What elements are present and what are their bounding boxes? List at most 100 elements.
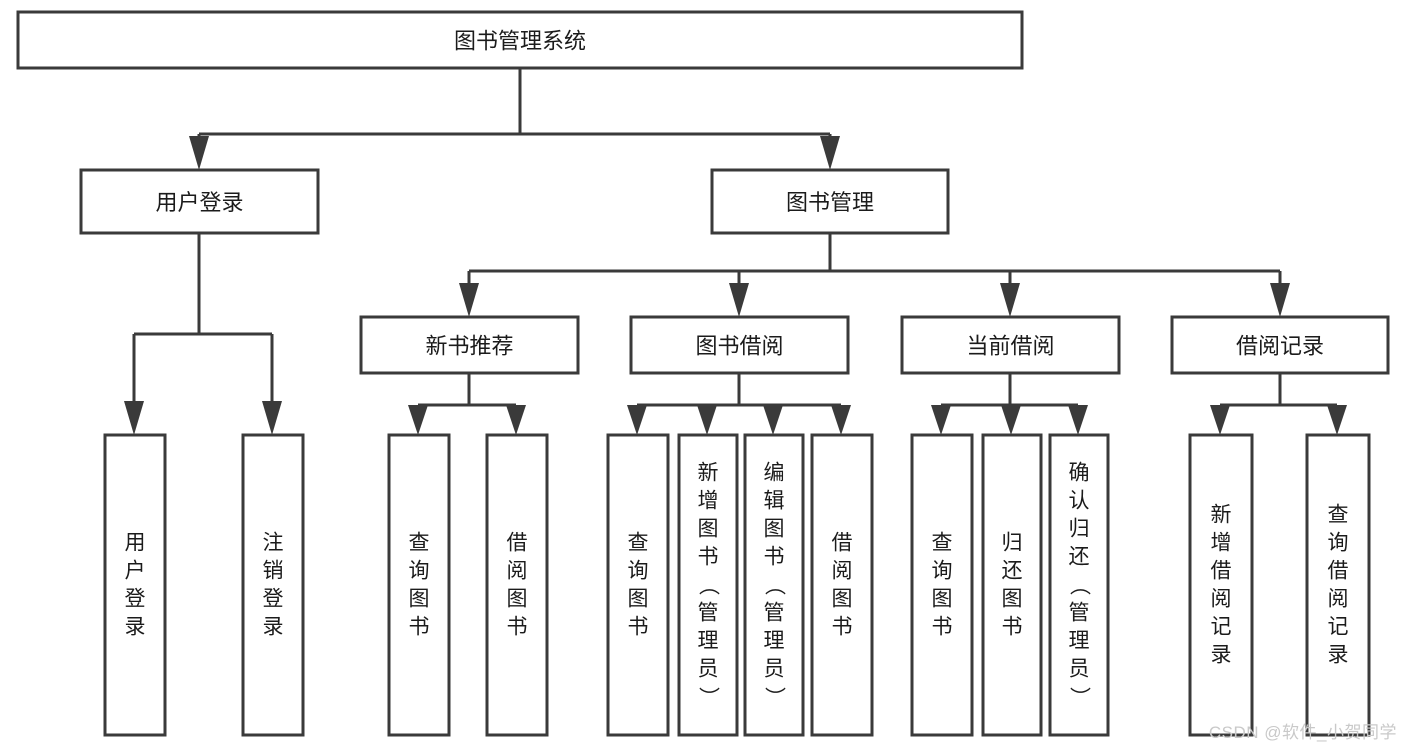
node-label-char: 记 [1328,616,1349,639]
node-label-char: 借 [507,532,528,555]
node-box[interactable] [900,315,1121,375]
node-label-char: 增 [698,490,719,513]
connector-arrowhead [189,136,209,170]
node-label-char: 录 [125,616,146,639]
node-label-char: 员 [698,658,719,681]
node-label: 当前借阅 [966,334,1054,359]
node-label-char: 记 [1211,616,1232,639]
node-label-char: 新 [1211,504,1232,527]
node-label-char: 归 [1002,532,1023,555]
node-label-char: 阅 [832,560,853,583]
node-label-char: 查 [932,532,953,555]
connector-arrowhead [820,136,840,170]
node-label-char: 书 [932,616,953,639]
node-label-char: 新 [698,462,719,485]
node-box[interactable] [1188,433,1254,737]
node-box[interactable] [359,315,580,375]
node-label-char: 书 [409,616,430,639]
node-box[interactable] [981,433,1043,737]
node-label-char: 认 [1069,490,1090,513]
node-label-char: 借 [832,532,853,555]
node-box[interactable] [16,10,1024,70]
node-label: 图书借阅 [695,334,783,359]
node-label-char: 管 [764,602,785,625]
node-label-char: 还 [1069,546,1090,569]
node-box[interactable] [1048,433,1110,737]
node-label-char: 员 [1069,658,1090,681]
node-label-char: 用 [125,532,146,555]
node-label-char: 书 [832,616,853,639]
connector-arrowhead [763,405,783,435]
node-label-char: 书 [507,616,528,639]
node-label-char: 录 [263,616,284,639]
connector-group [627,373,851,435]
node-label-char: 销 [263,560,284,583]
node-box[interactable] [241,433,305,737]
node-l-user-1[interactable]: 用户登录 [103,433,167,737]
node-label-char: 书 [628,616,649,639]
node-label-char: 理 [764,630,785,653]
connector-arrowhead [459,283,479,317]
node-label-char: 登 [125,588,146,611]
node-label-char: 员 [764,658,785,681]
node-box[interactable] [606,433,670,737]
node-label-char: 图 [628,588,649,611]
node-n-newbook[interactable]: 新书推荐 [359,315,580,375]
node-root[interactable]: 图书管理系统 [16,10,1024,70]
node-label-char: 借 [1328,560,1349,583]
node-box[interactable] [1170,315,1390,375]
connector-arrowhead [124,401,144,435]
node-label-char: ） [763,687,786,708]
node-label-char: 管 [698,602,719,625]
node-label-char: 图 [1002,588,1023,611]
node-box[interactable] [743,433,805,737]
node-label: 新书推荐 [425,334,513,359]
connector-arrowhead [627,405,647,435]
node-box[interactable] [387,433,451,737]
connector-arrowhead [1210,405,1230,435]
node-box[interactable] [629,315,850,375]
node-label: 用户登录 [155,190,243,215]
node-box[interactable] [79,168,320,235]
node-box[interactable] [810,433,874,737]
connector-arrowhead [729,283,749,317]
node-label-char: 阅 [507,560,528,583]
node-label-char: 图 [698,518,719,541]
node-label-char: 编 [764,462,785,485]
node-box[interactable] [910,433,974,737]
node-label-char: 图 [764,518,785,541]
node-box[interactable] [1305,433,1371,737]
node-n-record[interactable]: 借阅记录 [1170,315,1390,375]
connector-arrowhead [506,405,526,435]
node-label-char: 询 [932,560,953,583]
node-box[interactable] [710,168,950,235]
node-label-char: ） [697,687,720,708]
node-label-char: ） [1068,687,1091,708]
node-n-user[interactable]: 用户登录 [79,168,320,235]
node-box[interactable] [677,433,739,737]
node-label-char: 查 [628,532,649,555]
node-label: 图书管理系统 [454,29,586,54]
node-box[interactable] [485,433,549,737]
node-label-char: （ [1068,575,1091,596]
watermark-label: CSDN @软件_小贺同学 [1208,723,1397,742]
node-box[interactable] [103,433,167,737]
connector-group [931,373,1088,435]
node-label-char: 询 [1328,532,1349,555]
node-label-char: （ [763,575,786,596]
node-n-current[interactable]: 当前借阅 [900,315,1121,375]
node-n-borrow[interactable]: 图书借阅 [629,315,850,375]
node-n-bookmgr[interactable]: 图书管理 [710,168,950,235]
